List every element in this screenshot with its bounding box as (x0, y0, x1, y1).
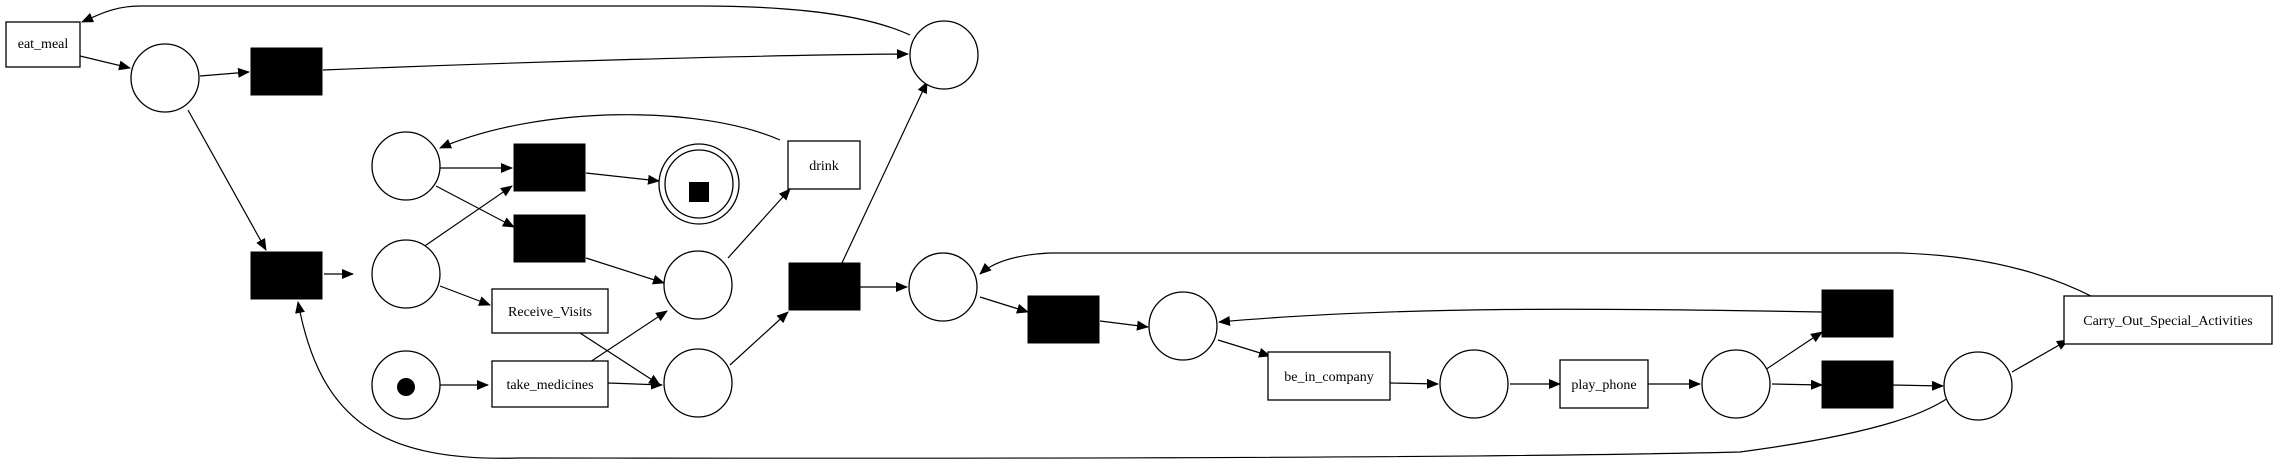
transition-play-phone: play_phone (1559, 359, 1649, 409)
arc (979, 296, 1029, 314)
arc (585, 172, 660, 185)
place (663, 250, 733, 320)
silent-transition (250, 47, 323, 96)
arc (439, 114, 781, 149)
transition-box (1267, 351, 1391, 401)
transition-box (787, 140, 861, 190)
silent-transitions (250, 47, 1894, 409)
arc (439, 285, 491, 306)
transition-eat-meal: eat_meal (5, 21, 81, 68)
transition-box (5, 21, 81, 68)
arc (585, 257, 665, 285)
place (371, 239, 441, 309)
token-icon (397, 378, 415, 396)
arc (79, 55, 131, 71)
transition-label: drink (809, 159, 839, 174)
arc (415, 185, 513, 253)
arc (322, 49, 909, 71)
transition-be-in-company: be_in_company (1267, 351, 1391, 401)
place (663, 348, 733, 418)
transition-label: Carry_Out_Special_Activities (2083, 314, 2253, 329)
place (1439, 349, 1509, 419)
arc (579, 332, 661, 386)
silent-transition (1821, 360, 1894, 409)
transition-box (491, 360, 609, 408)
arc (727, 188, 791, 259)
transition-label: eat_meal (18, 37, 69, 52)
place (909, 20, 979, 90)
arc (729, 311, 789, 366)
arc (840, 81, 928, 266)
arc (199, 67, 250, 78)
silent-transition (1027, 295, 1100, 344)
arc (187, 109, 267, 251)
arc (1771, 379, 1823, 390)
silent-transition (788, 262, 861, 311)
arc (607, 379, 663, 390)
arc (1891, 380, 1944, 391)
arc (81, 5, 911, 36)
silent-transition (513, 214, 586, 263)
place (130, 43, 200, 113)
transition-box (1559, 359, 1649, 409)
place (1943, 351, 2013, 421)
transition-label: be_in_company (1284, 370, 1373, 385)
arcs (79, 5, 2096, 459)
silent-transition (1821, 289, 1894, 338)
arc (589, 310, 668, 363)
silent-transition (250, 251, 323, 300)
places (130, 20, 2013, 421)
arc (435, 185, 515, 228)
transition-label: take_medicines (506, 378, 593, 393)
transition-box (491, 288, 609, 334)
transition-receive-visits: Receive_Visits (491, 288, 609, 334)
transition-label: play_phone (1571, 378, 1636, 393)
final-marker-icon (689, 182, 709, 202)
transition-box (2063, 295, 2273, 345)
arc (1764, 331, 1823, 371)
arc (2011, 339, 2069, 373)
arc (1099, 320, 1149, 331)
silent-transition (513, 143, 586, 192)
arc (979, 252, 2096, 299)
arc (1218, 308, 1823, 327)
place (1701, 349, 1771, 419)
arc (1389, 378, 1439, 389)
place (1148, 291, 1218, 361)
transition-drink: drink (787, 140, 861, 190)
arc (295, 301, 1949, 459)
labeled-transitions: eat_meal drink Receive_Visits take_medic… (5, 21, 2273, 409)
transition-label: Receive_Visits (508, 305, 592, 320)
transition-carry-out-special-activities: Carry_Out_Special_Activities (2063, 295, 2273, 345)
transition-take-medicines: take_medicines (491, 360, 609, 408)
arc (1217, 339, 1271, 358)
place (371, 131, 441, 201)
place (908, 252, 978, 322)
